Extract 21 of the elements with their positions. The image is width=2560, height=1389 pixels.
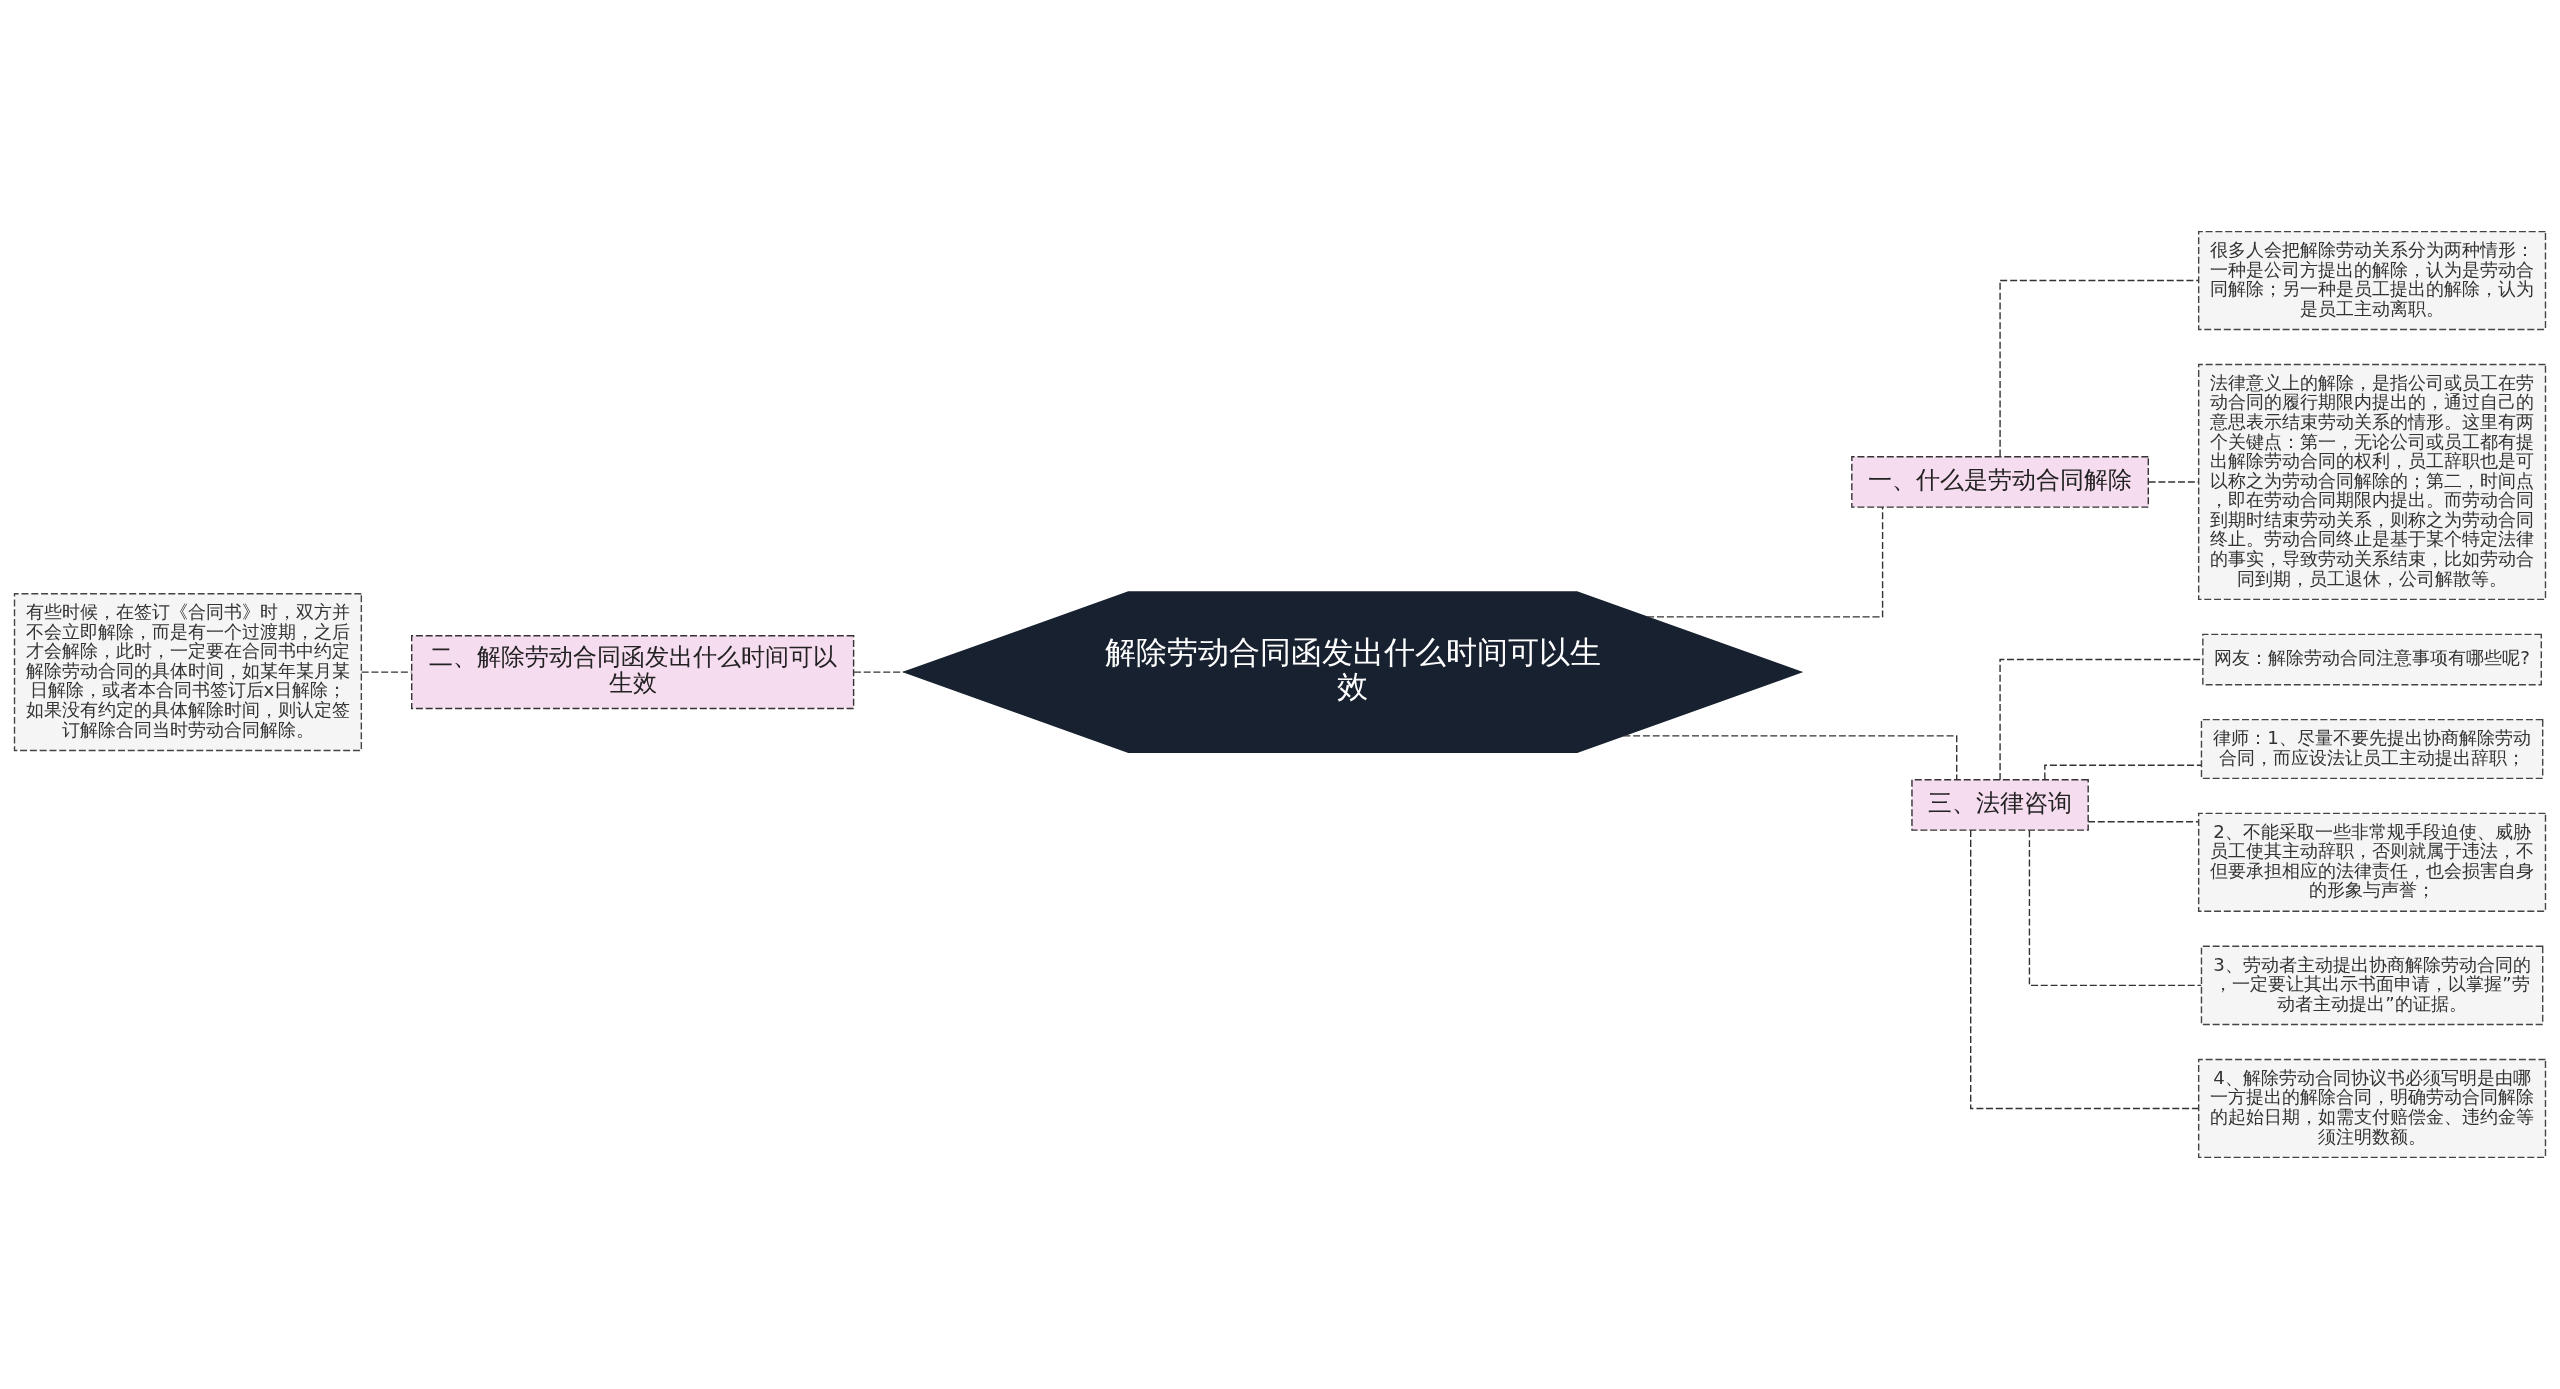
node-box: 法律意义上的解除，是指公司或员工在劳动合同的履行期限内提出的，通过自己的意思表示结束劳动关系的情形。这里有两个关键点：第一，无论公司或员工都有提出解除劳动合同的权利，员工辞职也是可以称之为劳动合同解除的；第二，时间点，即在劳动合同期限内提出。而劳动合同到期时结束劳动关系，则称之为劳动合同终止。劳动合同终止是基于某个特定法律的事实，导致劳动关系结束，比如劳动合同到期，员工退休，公司解散等。 [2197, 363, 2547, 601]
node-box: 二、解除劳动合同函发出什么时间可以生效 [411, 635, 855, 710]
connector [1646, 506, 1884, 618]
connector [853, 671, 905, 673]
connector [2028, 829, 2202, 987]
connector [2044, 764, 2202, 781]
connector [1622, 735, 1958, 781]
node-box: 有些时候，在签订《合同书》时，双方并不会立即解除，而是有一个过渡期，之后才会解除，此时，一定要在合同书中约定解除劳动合同的具体时间，如某年某月某日解除，或者本合同书签订后x日解除；如果没有约定的具体解除时间，则认定签订解除合同当时劳动合同解除。 [13, 593, 363, 752]
connector [1999, 279, 2200, 458]
node-box: 3、劳动者主动提出协商解除劳动合同的，一定要让其出示书面申请，以掌握”劳动者主动提出”的证据。 [2200, 945, 2544, 1026]
node-box: 一、什么是劳动合同解除 [1851, 456, 2149, 508]
connector [2148, 481, 2200, 483]
node-box: 2、不能采取一些非常规手段迫使、威胁员工使其主动辞职，否则就属于违法，不但要承担相应的法律责任，也会损害自身的形象与声誉； [2197, 812, 2547, 912]
node-box: 很多人会把解除劳动关系分为两种情形：一种是公司方提出的解除，认为是劳动合同解除；另一种是员工提出的解除，认为是员工主动离职。 [2197, 230, 2547, 331]
connector [2087, 821, 2200, 823]
node-box: 三、法律咨询 [1911, 779, 2089, 831]
node-box: 网友：解除劳动合同注意事项有哪些呢? [2202, 633, 2542, 686]
node-box: 4、解除劳动合同协议书必须写明是由哪一方提出的解除合同，明确劳动合同解除的起始日期，如需支付赔偿金、违约金等须注明数额。 [2197, 1058, 2547, 1159]
connector [1970, 829, 2200, 1110]
node-box: 律师：1、尽量不要先提出协商解除劳动合同，而应设法让员工主动提出辞职； [2200, 718, 2544, 780]
connector [1999, 658, 2204, 781]
